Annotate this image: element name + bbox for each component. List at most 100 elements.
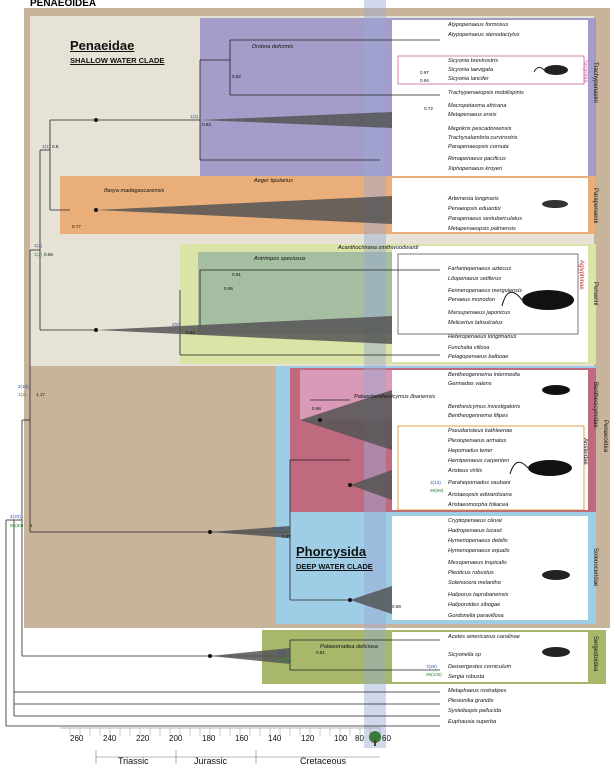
tree-icon [369, 731, 381, 746]
support-value: 3(14) [272, 526, 283, 531]
fossil-label: Drobna deformis [252, 44, 294, 50]
fossil-label: Acanthochirana smithwoodwardi [338, 245, 419, 251]
taxon-label: Mesopenaeus tropicalis [448, 560, 507, 566]
taxon-label: Sicyonia lancifer [448, 76, 489, 82]
support-value: 98(99) [430, 488, 444, 493]
node-dots [94, 118, 352, 658]
support-value: 97(99) [278, 658, 292, 663]
axis-tick-label: 180 [202, 734, 216, 743]
group-label-aristeidae: Aristeidae [582, 438, 588, 465]
taxon-label: Parahepomadus vaubani [448, 480, 511, 486]
group-label-sergestoidea: Sergestoidea [592, 636, 598, 672]
group-label-aglyphinae: Aglyphinae [578, 260, 584, 290]
taxon-label: Systellaspis pellucida [448, 708, 502, 714]
support-value: 0.95 [224, 286, 233, 291]
shrimp-icon-benthesicymidae [542, 385, 570, 395]
axis-tick-label: 160 [235, 734, 249, 743]
taxon-label: Cryptopenaeus clevai [448, 518, 502, 524]
taxon-label: Macropetasma africana [448, 103, 507, 109]
taxon-label: Farfantepenaeus aztecus [448, 266, 512, 272]
shrimp-icon-solenoceridae [542, 570, 570, 580]
fossil-label: Antrimpos speciosus [254, 256, 306, 262]
taxon-label: Plesiopenaeus armatus [448, 438, 507, 444]
aristeidae-box [397, 425, 585, 511]
taxon-label: Trachypenaeopsis mobilispinis [448, 90, 524, 96]
sicyonia-box [397, 55, 585, 85]
figure-title: PENAEOIDEA [30, 0, 97, 9]
taxon-label: Funchalia villosa [448, 345, 490, 351]
shallow-clade-sub: SHALLOW WATER CLADE [70, 56, 165, 65]
axis-tick-label: 220 [136, 734, 150, 743]
wedge-trachypenaeini [200, 112, 392, 128]
axis-tick-label: 120 [301, 734, 315, 743]
taxon-label: Parapenaeus sextuberculatus [448, 216, 523, 222]
axis-minor-ticks [69, 728, 381, 736]
taxon-label: Litopenaeus setiferus [448, 276, 502, 282]
taxon-label: Hemipenaeus carpenteri [448, 458, 509, 464]
taxon-label: Bentheogennema filipes [448, 413, 509, 419]
taxon-label: Gordonella paravillosa [448, 613, 504, 619]
support-value: 0.91 [232, 272, 241, 277]
taxon-label: Sergia robusta [448, 674, 485, 680]
support-value: 0.97 [420, 70, 429, 75]
taxon-label: Solenocera melantho [448, 580, 501, 586]
support-value: 0.88 [392, 604, 401, 609]
group-label-sicyonia: Sicyonia [582, 60, 588, 83]
support-value: 1(2) [18, 392, 27, 397]
group-label-benthesicymidae: Benthesicymidae [592, 382, 598, 428]
support-value: 86(80) [10, 523, 24, 528]
taxon-label: Euphausia superba [448, 719, 497, 725]
taxon-label: Bentheogennema intermedia [448, 372, 520, 378]
deep-clade-sub: DEEP WATER CLADE [296, 562, 373, 571]
taxon-label: Megokris pescadoreensis [448, 126, 512, 132]
period-label: Triassic [118, 756, 149, 766]
taxon-label: Hepomadus tener [448, 448, 493, 454]
support-value: 0.82 [232, 74, 241, 79]
axis-tick-label: 80 [355, 734, 364, 743]
axis-tick-label: 140 [268, 734, 282, 743]
support-value: 3(8) [278, 650, 287, 655]
aglyphinae-box [397, 253, 579, 335]
taxon-label: Haliporoides sibogae [448, 602, 501, 608]
kpg-highlight-band [364, 0, 386, 748]
support-value: 0.8 [52, 144, 59, 149]
taxon-label: Hymenopenaeus equalis [448, 548, 510, 554]
support-value: 1.17 [36, 392, 45, 397]
taxon-label: Fenneropenaeus merguiensis [448, 288, 523, 294]
support-value: 0.63 [202, 122, 211, 127]
taxon-label: Acetes americanus carolinae [448, 634, 520, 640]
shrimp-icon-penaeini [501, 290, 574, 310]
taxon-label: Aristaeopsis edwardsiana [448, 492, 512, 498]
axis-tick-label: 200 [169, 734, 183, 743]
wedge-deep [210, 526, 290, 538]
support-value: 99(100) [426, 672, 442, 677]
fossil-label: Ifasya madagascarensis [104, 188, 165, 194]
support-value: 1(1) [42, 144, 51, 149]
support-value: 1(1) [190, 114, 199, 119]
wedge-sergestoidea [210, 648, 290, 664]
support-value: 2(8) [172, 322, 181, 327]
taxon-label: Rimapenaeus pacificus [448, 156, 506, 162]
support-value: 0.65 [44, 252, 53, 257]
group-label-penaeini: Penaeini [592, 282, 598, 306]
taxon-label: Sicyonia brevirostris [448, 58, 499, 64]
support-value: 0.64 [186, 330, 195, 335]
shallow-clade-name: Penaeidae [70, 38, 135, 53]
taxon-label: Atypopenaeus formosus [448, 22, 509, 28]
axis-tick-label: 60 [382, 734, 391, 743]
wedge-solenoceridae [350, 586, 392, 614]
shrimp-icon-sergestoidea [542, 647, 570, 657]
taxon-label: Haliporus taprobanensis [448, 592, 509, 598]
taxon-label: Artemesia longinaris [448, 196, 499, 202]
clade-wedges [96, 112, 392, 664]
taxon-label: Pelagopenaeus balboae [448, 354, 509, 360]
taxon-label: Metapenaeopsis palmensis [448, 226, 516, 232]
support-value: 4(20) [10, 514, 21, 519]
taxon-label: Marsupenaeus japonicus [448, 310, 511, 316]
period-label: Jurassic [194, 756, 228, 766]
taxon-label: Parapenaeopsis cornuta [448, 144, 509, 150]
support-value: 1(3) [34, 243, 43, 248]
fossil-label: Palaeomattea deliciosa [320, 644, 378, 650]
support-value: 1(2) [34, 252, 43, 257]
